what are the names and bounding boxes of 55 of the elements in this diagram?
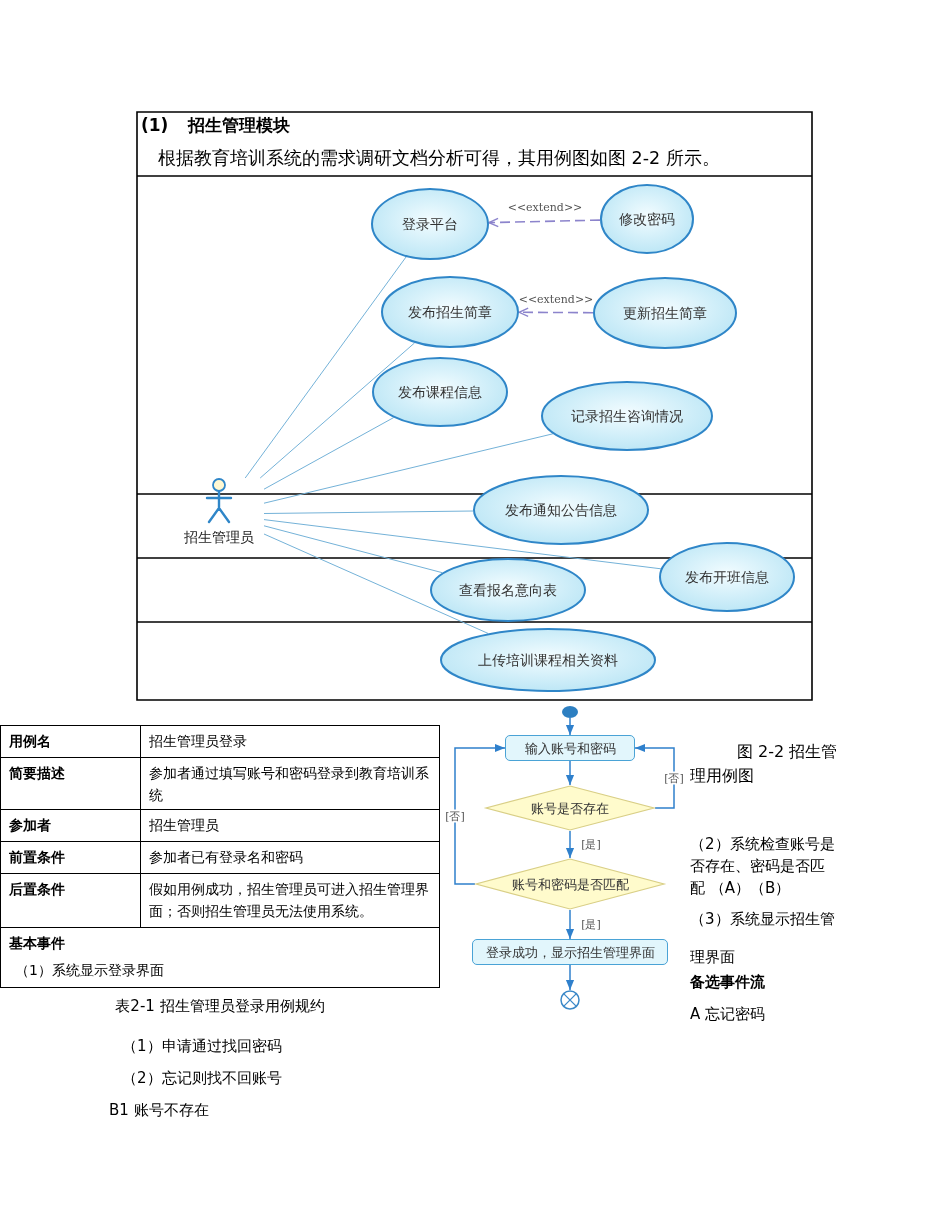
use-case-ellipse: 发布开班信息	[659, 542, 795, 612]
arrow	[565, 717, 575, 736]
use-case-ellipse: 修改密码	[600, 184, 694, 254]
edge-label: [否]	[444, 809, 466, 823]
association-line	[259, 342, 416, 479]
paragraph: （3）系统显示招生管理界面	[690, 909, 836, 968]
table-cell: （1）系统显示登录界面	[0, 955, 440, 988]
end-circle	[560, 990, 580, 1010]
decision-diamond: 账号是否存在	[485, 785, 655, 831]
use-case-ellipse: 记录招生咨询情况	[541, 381, 713, 451]
paragraph: （2）系统检查账号是否存在、密码是否匹配 （A）（B）	[690, 834, 836, 899]
use-case-ellipse: 上传培训课程相关资料	[440, 628, 656, 692]
table-caption: 表2-1 招生管理员登录用例规约	[114, 996, 326, 1016]
decision-diamond: 账号和密码是否匹配	[475, 858, 665, 910]
arrow	[454, 743, 506, 885]
arrow	[565, 964, 575, 991]
action-box: 登录成功，显示招生管理界面	[472, 939, 668, 965]
association-line	[263, 533, 489, 634]
dependency-arrow	[488, 217, 601, 228]
paragraph: （1）申请通过找回密码	[122, 1036, 282, 1056]
edge-label: <<extend>>	[517, 292, 595, 306]
paragraph: B1 账号不存在	[109, 1100, 209, 1120]
actor-label: 招生管理员	[184, 528, 254, 546]
paragraph: A 忘记密码	[690, 1004, 766, 1024]
use-case-ellipse: 发布课程信息	[372, 357, 508, 427]
edge-label: <<extend>>	[506, 200, 584, 214]
edge-label: [是]	[580, 837, 602, 851]
edge-label: [否]	[663, 771, 685, 785]
association-line	[263, 433, 554, 504]
association-line	[263, 519, 662, 570]
use-case-ellipse: 发布招生简章	[381, 276, 519, 348]
figure-caption: 图 2-2 招生管理用例图	[690, 741, 839, 787]
association-line	[263, 510, 474, 514]
table-cell: 用例名	[0, 725, 141, 758]
arrow	[634, 743, 675, 809]
association-line	[263, 525, 443, 574]
section-heading: 备选事件流	[690, 972, 765, 992]
association-line	[263, 417, 395, 490]
table-cell: 招生管理员登录	[140, 725, 440, 758]
dependency-arrow	[518, 307, 594, 318]
paragraph: 根据教育培训系统的需求调研文档分析可得，其用例图如图 2-2 所示。	[158, 147, 720, 169]
use-case-ellipse: 查看报名意向表	[430, 558, 586, 622]
start-dot	[562, 706, 578, 718]
section-heading: (1) 招生管理模块	[141, 115, 291, 135]
use-case-ellipse: 发布通知公告信息	[473, 475, 649, 545]
table-cell: 基本事件	[0, 927, 440, 956]
association-line	[244, 256, 407, 479]
paragraph: （2）忘记则找不回账号	[122, 1068, 282, 1088]
use-case-ellipse: 更新招生简章	[593, 277, 737, 349]
action-box: 输入账号和密码	[505, 735, 635, 761]
arrow	[565, 760, 575, 786]
edge-label: [是]	[580, 917, 602, 931]
arrow	[565, 909, 575, 940]
use-case-ellipse: 登录平台	[371, 188, 489, 260]
arrow	[565, 830, 575, 859]
